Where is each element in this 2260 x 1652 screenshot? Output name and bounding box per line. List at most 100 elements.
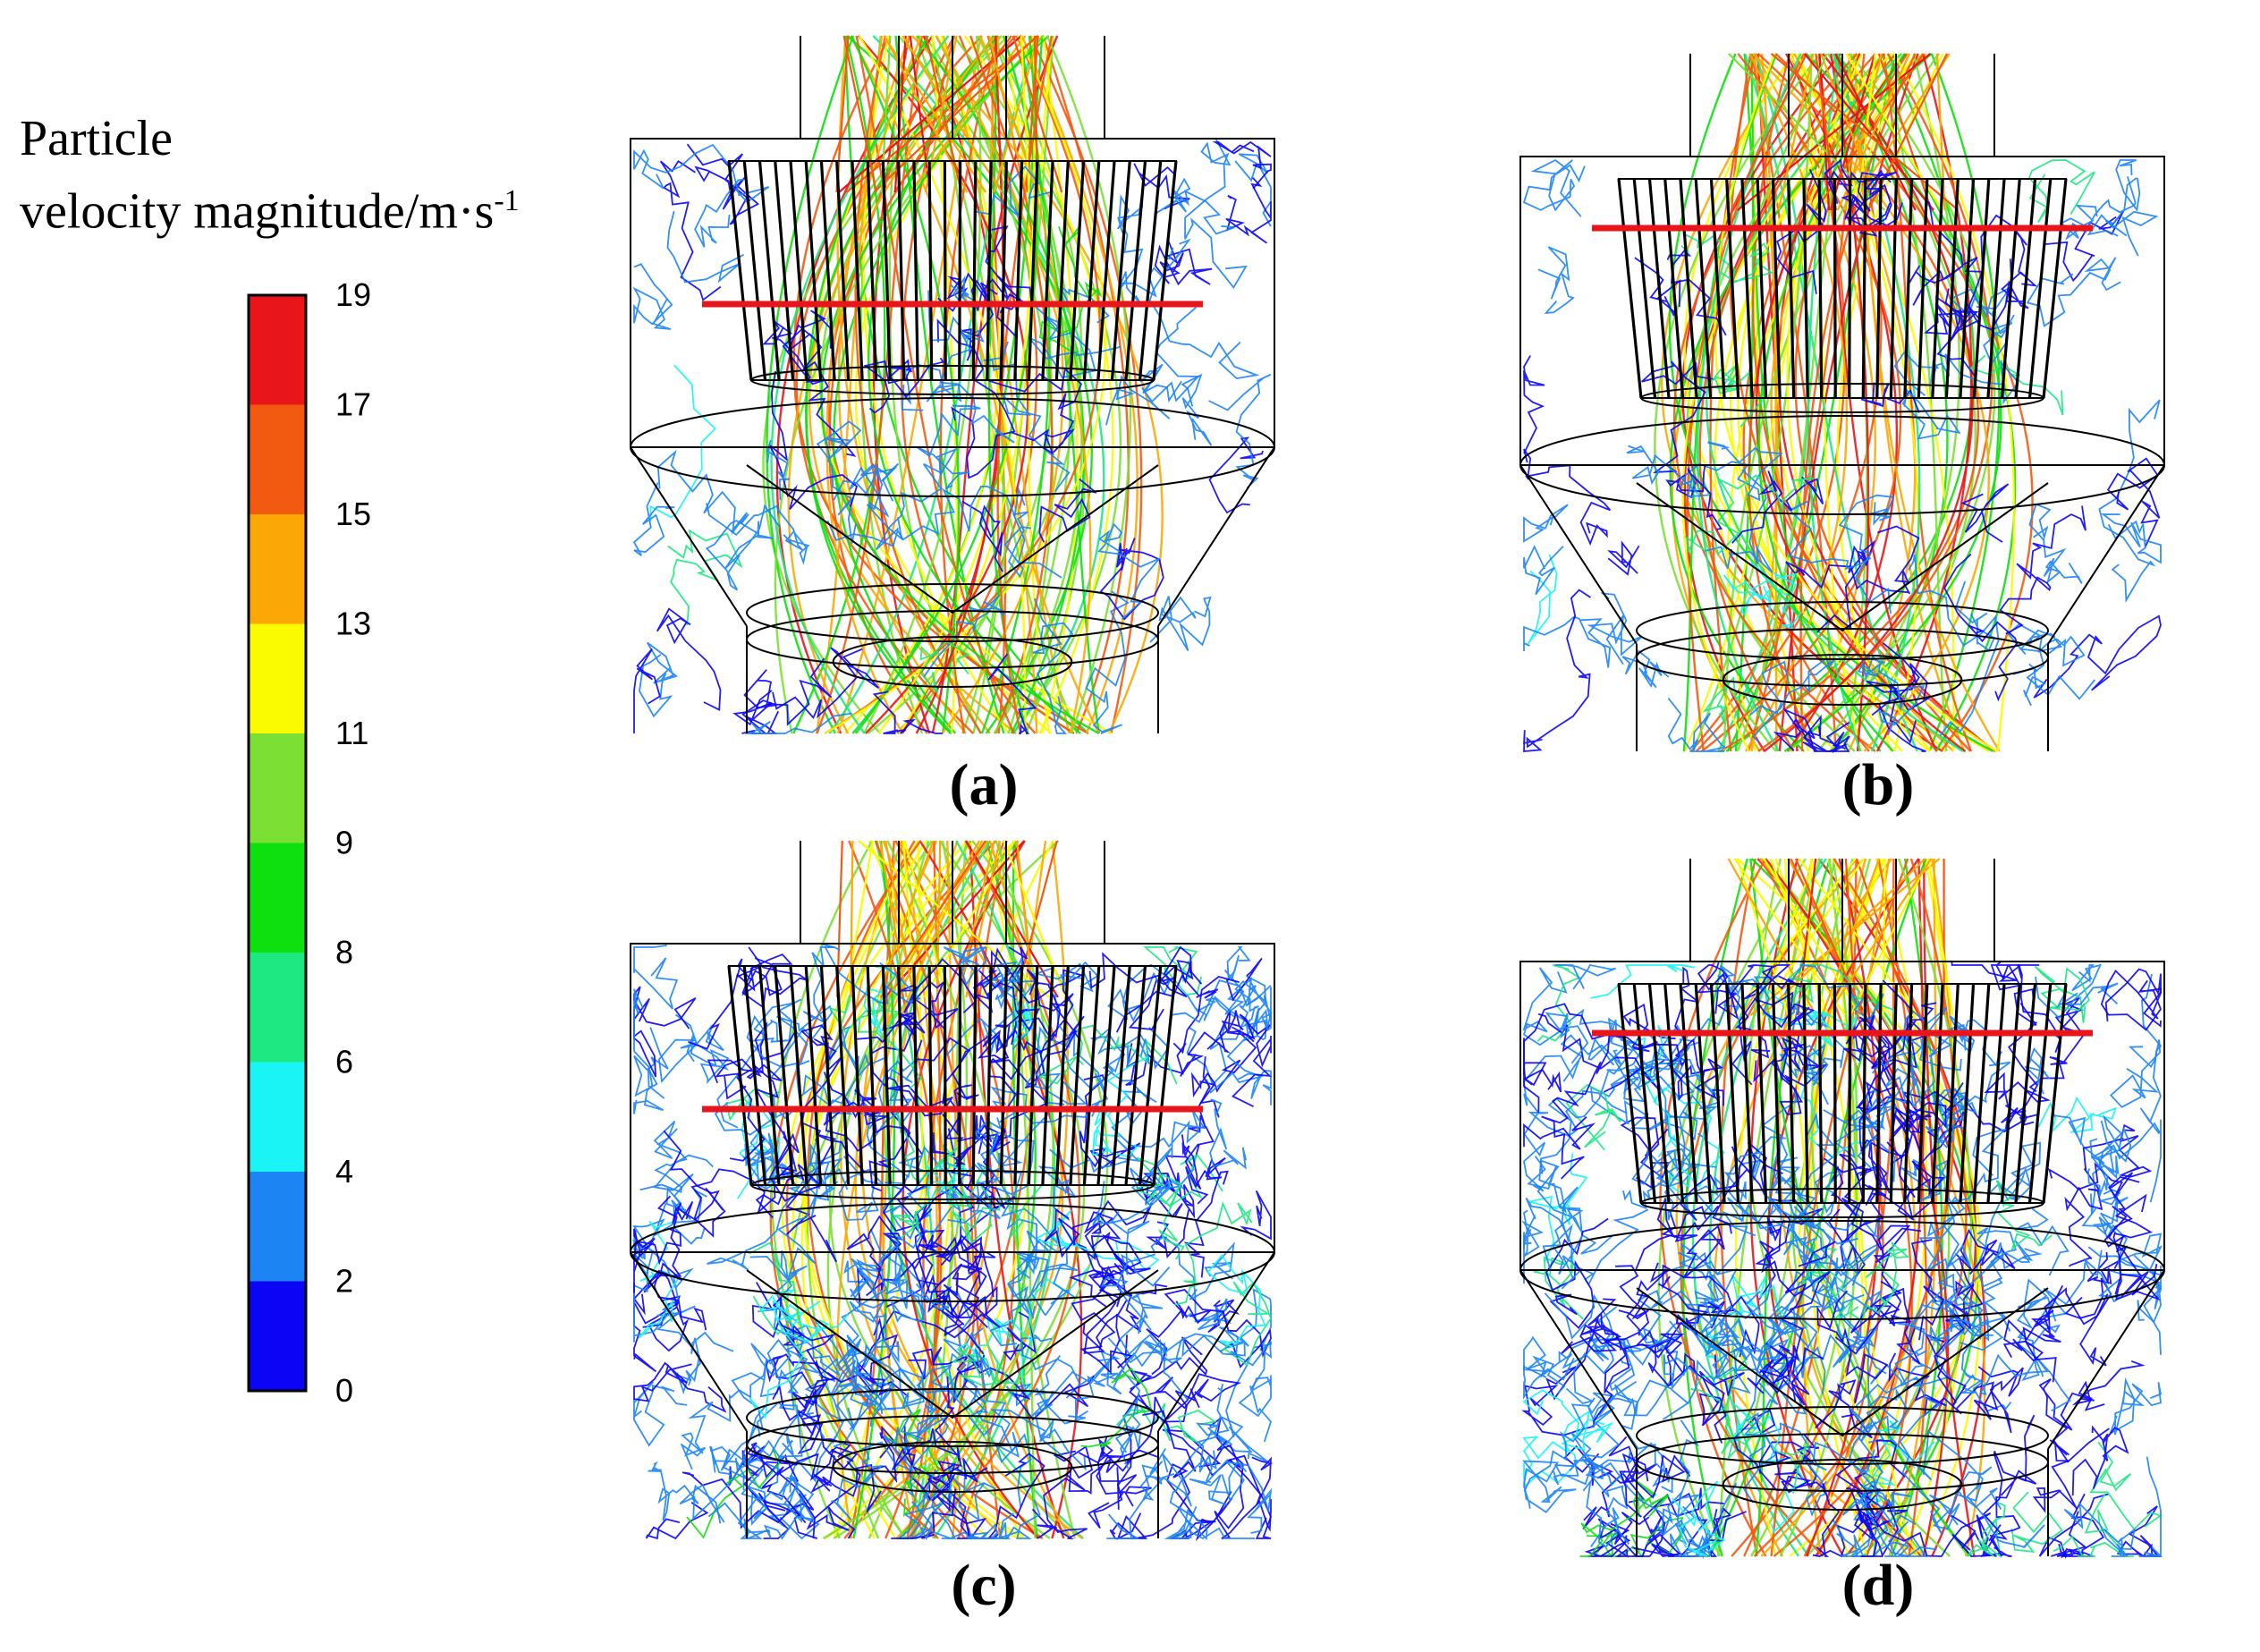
cone-bottom-ellipse: [746, 583, 1159, 642]
particle-path-slow: [1115, 1402, 1217, 1444]
inlet-jet: [873, 35, 1038, 193]
particle-path-slow: [1787, 500, 1872, 571]
particle-path-slow: [1020, 1334, 1113, 1417]
particle-path-fast: [769, 840, 939, 1539]
rotor-blade: [1096, 965, 1116, 1186]
particle-path-slow: [632, 482, 675, 556]
particle-path-fast: [1892, 53, 2016, 752]
rotor-blade: [912, 160, 919, 381]
particle-path-slow: [1924, 1309, 1972, 1407]
particle-path-fast: [933, 840, 1056, 1539]
particle-path-slow: [988, 367, 1082, 455]
particle-path-slow: [1208, 373, 1272, 489]
rotor-blade: [1152, 160, 1178, 381]
inlet-jet: [1927, 858, 1954, 1016]
particle-path-slow: [1554, 1408, 1621, 1477]
inlet-jet: [1857, 53, 1876, 211]
particle-path-slow: [688, 953, 793, 1050]
outlet-cylinder: [1636, 1449, 2049, 1556]
particle-path-slow: [1028, 306, 1122, 379]
particle-path-slow: [1044, 1199, 1153, 1258]
rotor-blade: [1959, 983, 1976, 1204]
rotor-blade: [1802, 178, 1809, 399]
particle-path-slow: [804, 1360, 883, 1424]
particle-path-slow: [632, 263, 673, 330]
inlet-jet: [925, 35, 963, 193]
rotor-blade: [999, 160, 1008, 381]
particle-path-slow: [2071, 1360, 2146, 1411]
particle-path-slow: [1209, 1098, 1248, 1170]
rotor-blade: [1709, 178, 1726, 399]
particle-path-slow: [1662, 1224, 1735, 1329]
particle-path-slow: [776, 1139, 826, 1302]
inlet-jet: [1003, 840, 1067, 998]
particle-path-slow: [749, 1294, 849, 1419]
particle-path-slow: [633, 143, 770, 204]
inlet-jet: [878, 840, 908, 998]
inlet-jet: [1829, 53, 1876, 211]
rotor-blade: [1972, 178, 1991, 399]
particle-path-slow: [2038, 1493, 2109, 1560]
particle-path-fast: [1786, 53, 1932, 752]
rotor-blade: [1802, 983, 1809, 1204]
particle-path-slow: [826, 485, 1026, 547]
inlet-jet: [988, 35, 1028, 193]
particle-path-slow: [1813, 1441, 1917, 1529]
particle-path-slow: [1141, 1453, 1192, 1507]
particle-path-slow: [1715, 1317, 1784, 1394]
particle-path-slow: [1758, 1344, 1806, 1406]
rotor-blade: [1694, 178, 1713, 399]
colorbar-frame: [247, 293, 308, 1393]
particle-path-slow: [1960, 1353, 2049, 1396]
particle-path-fast: [1816, 53, 1960, 752]
rotor-blade: [958, 160, 962, 381]
particle-path-slow: [1207, 1299, 1240, 1334]
rotor-blade: [2000, 983, 2021, 1204]
particle-path-slow: [1944, 1258, 1984, 1315]
particle-path-slow: [758, 1492, 818, 1539]
colorbar-tick-label: 11: [335, 715, 368, 751]
particle-path-slow: [1835, 1439, 1907, 1557]
particle-path-slow: [1523, 589, 1591, 752]
particle-path-slow: [1527, 554, 1558, 645]
particle-path-slow: [1864, 1506, 1992, 1557]
particle-path-slow: [1727, 1190, 1813, 1237]
rotor-blade: [1875, 983, 1883, 1204]
rotor-blade: [999, 965, 1008, 1186]
particle-path-fast: [1783, 53, 2002, 752]
particle-path-fast: [854, 35, 983, 734]
inlet-jet: [1020, 35, 1030, 193]
particle-path-slow: [1951, 962, 2040, 982]
rotor-blade: [1041, 965, 1054, 1186]
rotor-blade: [986, 965, 993, 1186]
rotor-blade: [851, 160, 864, 381]
particle-path-slow: [1148, 238, 1260, 380]
particle-path-fast: [1045, 35, 1132, 734]
inlet-jet: [1818, 53, 1831, 211]
particle-path-slow: [2053, 1493, 2134, 1557]
particle-path-slow: [1862, 1160, 1945, 1221]
particle-path-slow: [633, 945, 679, 1010]
inlet-jet: [1731, 53, 1807, 211]
particle-path-fast: [1696, 53, 1802, 752]
particle-path-fast: [781, 840, 1019, 1540]
rotor-blade: [1986, 983, 2006, 1204]
particle-path-slow: [1537, 1012, 1665, 1092]
particle-path-fast: [1753, 858, 1956, 1557]
particle-path-slow: [1112, 1283, 1168, 1370]
particle-path-fast: [1657, 858, 1807, 1557]
particle-path-slow: [810, 1359, 859, 1494]
rotor-blade: [1817, 983, 1824, 1204]
particle-path-slow: [1522, 1389, 1614, 1452]
particle-path-slow: [1537, 246, 1575, 314]
particle-path-slow: [963, 1368, 1032, 1507]
particle-path-slow: [1698, 1354, 1745, 1444]
particle-path-slow: [1189, 1241, 1235, 1300]
particle-path-fast: [1723, 53, 1940, 752]
particle-path-slow: [2086, 1193, 2154, 1285]
particle-path-slow: [2022, 1284, 2064, 1383]
particle-path-slow: [1731, 1402, 1807, 1534]
casing-cone: [630, 1251, 1275, 1432]
rotor-blade: [758, 160, 781, 381]
particle-path-fast: [824, 840, 1031, 1539]
